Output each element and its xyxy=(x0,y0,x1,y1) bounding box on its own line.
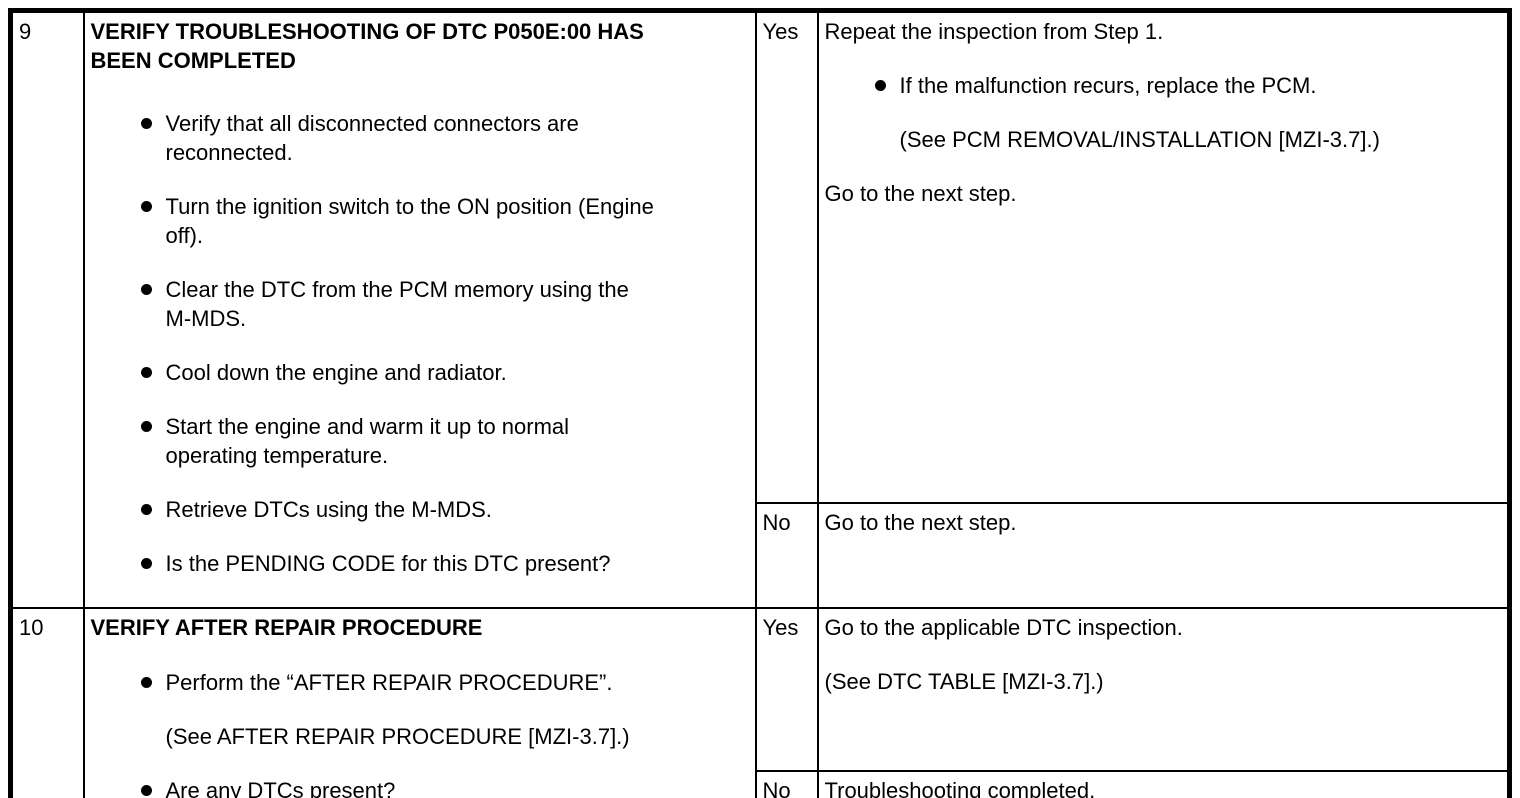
bullet-icon xyxy=(140,118,152,129)
result-bullet-item: If the malfunction recurs, replace the P… xyxy=(825,71,1502,100)
action-bullet-item: Verify that all disconnected connectors … xyxy=(91,109,749,167)
bullet-icon xyxy=(140,201,152,212)
action-cell: VERIFY AFTER REPAIR PROCEDURE Perform th… xyxy=(82,607,757,798)
action-bullet-text: Cool down the engine and radiator. xyxy=(165,360,507,385)
bullet-icon xyxy=(140,284,152,295)
table-row: No Go to the next step. xyxy=(11,502,1511,609)
action-bullet-item: Turn the ignition switch to the ON posit… xyxy=(91,192,749,250)
result-cell: Repeat the inspection from Step 1. If th… xyxy=(816,9,1511,505)
action-cell: VERIFY TROUBLESHOOTING OF DTC P050E:00 H… xyxy=(82,9,757,609)
action-bullet-item: Clear the DTC from the PCM memory using … xyxy=(91,275,749,333)
answer-label: Yes xyxy=(762,19,799,44)
result-see-reference: (See DTC TABLE [MZI-3.7].) xyxy=(824,669,1104,694)
bullet-icon xyxy=(140,785,152,796)
answer-label: No xyxy=(762,777,791,798)
result-cell: Go to the next step. xyxy=(816,502,1511,609)
troubleshooting-table: 9 VERIFY TROUBLESHOOTING OF DTC P050E:00… xyxy=(8,8,1512,798)
answer-cell: Yes xyxy=(754,9,819,505)
action-bullet-text: Retrieve DTCs using the M-MDS. xyxy=(165,497,492,522)
action-title: VERIFY TROUBLESHOOTING OF DTC P050E:00 H… xyxy=(90,19,644,73)
bullet-icon xyxy=(140,504,152,515)
result-cell: Go to the applicable DTC inspection. (Se… xyxy=(816,607,1511,772)
action-see-reference: (See AFTER REPAIR PROCEDURE [MZI-3.7].) xyxy=(165,724,630,749)
action-bullet-item: Is the PENDING CODE for this DTC present… xyxy=(91,549,749,578)
table-row: 9 VERIFY TROUBLESHOOTING OF DTC P050E:00… xyxy=(9,9,1511,609)
result-text: Go to the applicable DTC inspection. xyxy=(824,615,1183,640)
action-title: VERIFY AFTER REPAIR PROCEDURE xyxy=(90,615,483,640)
table-row: 10 VERIFY AFTER REPAIR PROCEDURE Perform… xyxy=(9,607,1511,798)
result-text: Repeat the inspection from Step 1. xyxy=(824,19,1164,44)
step-number-cell: 10 xyxy=(9,607,85,798)
result-text: Go to the next step. xyxy=(824,510,1017,536)
result-text: Troubleshooting completed. xyxy=(824,777,1096,798)
answer-cell: No xyxy=(754,769,819,798)
result-cell: Troubleshooting completed. xyxy=(816,769,1511,798)
result-bullet-text: If the malfunction recurs, replace the P… xyxy=(899,73,1317,98)
step-number-cell: 9 xyxy=(9,9,85,609)
action-bullet-item: Are any DTCs present? xyxy=(91,776,749,798)
result-text: Go to the next step. xyxy=(824,181,1017,206)
answer-cell: No xyxy=(754,502,819,609)
action-bullet-text: Is the PENDING CODE for this DTC present… xyxy=(165,551,611,576)
bullet-icon xyxy=(140,558,152,569)
result-see-reference: (See PCM REMOVAL/INSTALLATION [MZI-3.7].… xyxy=(899,127,1380,152)
table-row: No Troubleshooting completed. xyxy=(11,769,1511,798)
action-bullet-text: Turn the ignition switch to the ON posit… xyxy=(165,194,654,248)
action-bullet-text: Clear the DTC from the PCM memory using … xyxy=(165,277,629,331)
bullet-icon xyxy=(140,367,152,378)
action-bullet-item: Perform the “AFTER REPAIR PROCEDURE”. xyxy=(91,668,749,697)
action-bullet-text: Start the engine and warm it up to norma… xyxy=(165,414,570,468)
action-bullet-text: Are any DTCs present? xyxy=(165,778,396,798)
action-bullet-text: Verify that all disconnected connectors … xyxy=(165,111,579,165)
bullet-icon xyxy=(140,421,152,432)
bullet-icon xyxy=(140,677,152,688)
bullet-icon xyxy=(874,80,886,91)
action-bullet-text: Perform the “AFTER REPAIR PROCEDURE”. xyxy=(165,670,613,695)
action-bullet-item: Retrieve DTCs using the M-MDS. xyxy=(91,495,749,524)
step-number: 10 xyxy=(19,615,44,640)
answer-label: Yes xyxy=(762,615,799,640)
step-number: 9 xyxy=(19,19,32,44)
answer-cell: Yes xyxy=(754,607,819,772)
answer-label: No xyxy=(762,510,791,536)
action-bullet-item: Cool down the engine and radiator. xyxy=(91,358,749,387)
action-bullet-item: Start the engine and warm it up to norma… xyxy=(91,412,749,470)
